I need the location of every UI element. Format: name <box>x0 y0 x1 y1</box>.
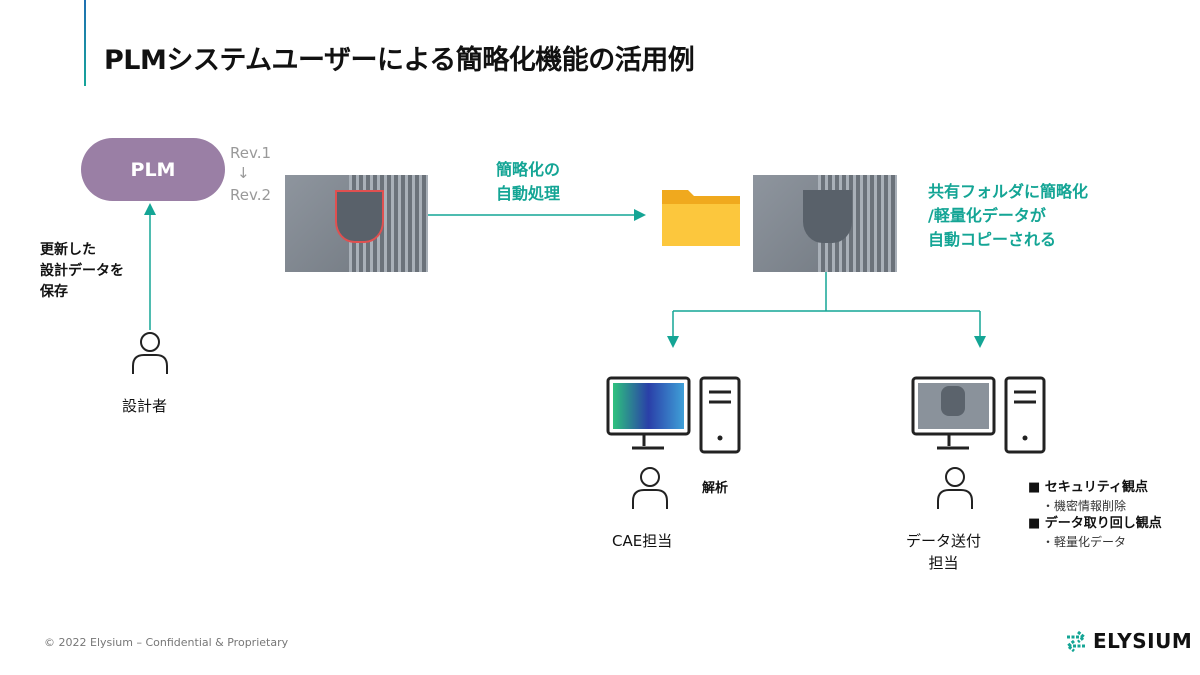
rev1-label: Rev.1 <box>230 144 272 162</box>
designer-label: 設計者 <box>122 397 168 415</box>
viewpoint-notes: ■ セキュリティ観点・機密情報削除 ■ データ取り回し観点・軽量化データ <box>1028 480 1162 549</box>
sender-role-label: データ送付担当 <box>906 532 982 572</box>
footer-copyright: © 2022 Elysium – Confidential & Propriet… <box>44 636 289 649</box>
analysis-label: 解析 <box>702 481 729 496</box>
shared-folder-icon <box>662 190 740 246</box>
sender-person-icon <box>937 467 973 509</box>
designer-person-icon <box>132 332 168 374</box>
rev2-label: Rev.2 <box>230 186 272 204</box>
elysium-logo: ELYSIUM <box>1065 629 1192 653</box>
cae-role-label: CAE担当 <box>612 532 673 550</box>
save-description: 更新した設計データを保存 <box>40 242 124 300</box>
sender-workstation-icon <box>911 376 1046 454</box>
simplified-model-image <box>753 175 897 272</box>
process-label: 簡略化の自動処理 <box>496 160 561 203</box>
plm-node: PLM <box>81 138 225 201</box>
shared-folder-label: 共有フォルダに簡略化/軽量化データが自動コピーされる <box>928 182 1089 249</box>
title-accent-line <box>84 0 86 86</box>
cae-workstation-icon <box>606 376 741 454</box>
original-model-image <box>285 175 428 272</box>
rev-arrow: ↓ <box>237 164 250 182</box>
page-title: PLMシステムユーザーによる簡略化機能の活用例 <box>104 45 695 76</box>
logo-arrows-icon <box>1065 630 1087 653</box>
cae-person-icon <box>632 467 668 509</box>
